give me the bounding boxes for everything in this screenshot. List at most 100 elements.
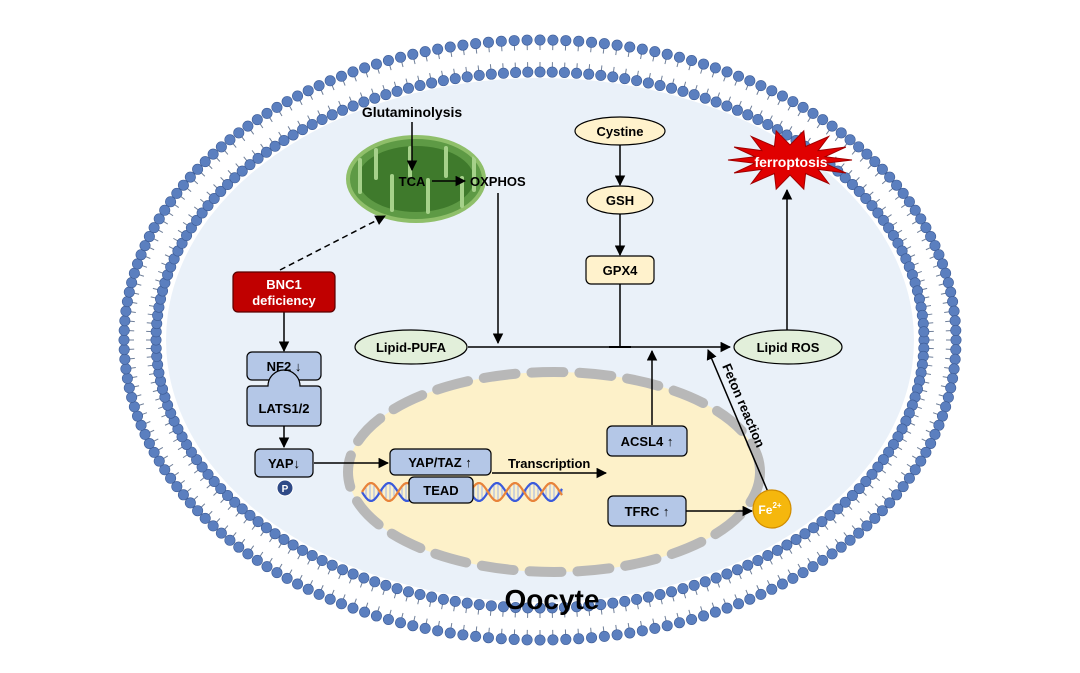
tca-label: TCA bbox=[399, 174, 426, 189]
lipid-head bbox=[655, 80, 665, 90]
lipid-head bbox=[288, 540, 298, 550]
lipid-head bbox=[937, 259, 947, 269]
lipid-head bbox=[200, 156, 210, 166]
gpx4-label: GPX4 bbox=[603, 263, 638, 278]
lipid-head bbox=[297, 124, 307, 134]
lipid-head bbox=[420, 623, 430, 633]
lipid-head bbox=[947, 296, 957, 306]
lipid-head bbox=[426, 78, 436, 88]
lipid-head bbox=[450, 596, 460, 606]
oxphos-label: OXPHOS bbox=[470, 174, 526, 189]
lipid-head bbox=[711, 573, 721, 583]
lipid-head bbox=[124, 383, 134, 393]
lipid-head bbox=[192, 505, 202, 515]
lipid-head bbox=[791, 534, 801, 544]
lipid-head bbox=[808, 108, 818, 118]
lipid-head bbox=[827, 121, 837, 131]
lipid-head bbox=[470, 631, 480, 641]
lipid-head bbox=[509, 634, 519, 644]
lipid-head bbox=[307, 119, 317, 129]
lipid-head bbox=[743, 560, 753, 570]
lipid-head bbox=[325, 594, 335, 604]
lipid-head bbox=[119, 344, 129, 354]
lipid-head bbox=[625, 42, 635, 52]
lipid-head bbox=[650, 46, 660, 56]
lipid-head bbox=[951, 344, 961, 354]
lipid-head bbox=[535, 67, 545, 77]
lipid-head bbox=[462, 72, 472, 82]
lipid-head bbox=[637, 44, 647, 54]
lipid-head bbox=[395, 52, 405, 62]
lipid-head bbox=[637, 626, 647, 636]
lipid-head bbox=[132, 259, 142, 269]
lipid-head bbox=[853, 528, 863, 538]
lipid-head bbox=[303, 584, 313, 594]
lipid-head bbox=[561, 634, 571, 644]
lipid-head bbox=[337, 564, 347, 574]
lipid-head bbox=[943, 392, 953, 402]
lipid-head bbox=[458, 630, 468, 640]
lipid-head bbox=[862, 521, 872, 531]
lipid-head bbox=[415, 80, 425, 90]
lipid-head bbox=[788, 573, 798, 583]
lipid-head bbox=[403, 587, 413, 597]
lipid-head bbox=[185, 172, 195, 182]
lipid-head bbox=[327, 110, 337, 120]
nf2-label: NF2 ↓ bbox=[267, 359, 302, 374]
lipid-head bbox=[208, 521, 218, 531]
lipid-head bbox=[698, 59, 708, 69]
lipid-head bbox=[348, 101, 358, 111]
lipid-head bbox=[122, 373, 132, 383]
deficiency-label: deficiency bbox=[252, 293, 316, 308]
lipid-head bbox=[136, 420, 146, 430]
lipid-head bbox=[732, 105, 742, 115]
lipid-head bbox=[877, 505, 887, 515]
lipid-head bbox=[234, 128, 244, 138]
lipid-head bbox=[370, 93, 380, 103]
lipid-head bbox=[216, 142, 226, 152]
lipid-head bbox=[279, 534, 289, 544]
lipid-head bbox=[698, 611, 708, 621]
lipid-ros-label: Lipid ROS bbox=[757, 340, 820, 355]
lipid-head bbox=[599, 631, 609, 641]
lipid-head bbox=[119, 325, 129, 335]
lipid-head bbox=[445, 628, 455, 638]
lipid-head bbox=[282, 573, 292, 583]
lipid-head bbox=[272, 567, 282, 577]
lipid-head bbox=[943, 277, 953, 287]
lipid-head bbox=[655, 589, 665, 599]
lipid-head bbox=[745, 76, 755, 86]
lipid-head bbox=[395, 618, 405, 628]
lipid-head bbox=[631, 75, 641, 85]
lipid-head bbox=[722, 603, 732, 613]
lipid-head bbox=[817, 114, 827, 124]
lipid-head bbox=[777, 579, 787, 589]
lipid-head bbox=[788, 96, 798, 106]
lipid-head bbox=[753, 114, 763, 124]
lipid-head bbox=[450, 73, 460, 83]
lipid-head bbox=[420, 46, 430, 56]
lipid-head bbox=[950, 316, 960, 326]
lipid-head bbox=[392, 86, 402, 96]
lipid-head bbox=[262, 108, 272, 118]
lipid-head bbox=[483, 632, 493, 642]
lipid-head bbox=[800, 529, 810, 539]
lipid-head bbox=[722, 569, 732, 579]
lipid-head bbox=[827, 549, 837, 559]
lipid-head bbox=[408, 620, 418, 630]
lipid-head bbox=[381, 89, 391, 99]
lipid-head bbox=[303, 85, 313, 95]
lipid-head bbox=[586, 632, 596, 642]
lipid-head bbox=[947, 373, 957, 383]
lipid-head bbox=[381, 580, 391, 590]
lipid-head bbox=[336, 71, 346, 81]
glutaminolysis-label: Glutaminolysis bbox=[362, 104, 463, 120]
lipid-head bbox=[625, 628, 635, 638]
lipid-head bbox=[486, 69, 496, 79]
lipid-head bbox=[733, 71, 743, 81]
lipid-head bbox=[216, 528, 226, 538]
lipid-head bbox=[798, 102, 808, 112]
lipid-head bbox=[584, 69, 594, 79]
lipid-head bbox=[836, 128, 846, 138]
lipid-head bbox=[234, 542, 244, 552]
